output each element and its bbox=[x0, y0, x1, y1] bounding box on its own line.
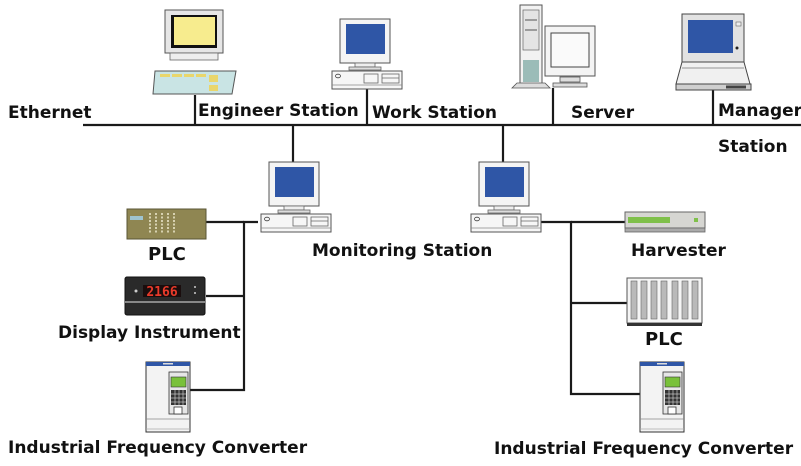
work-station-label: Work Station bbox=[372, 103, 497, 123]
plc-right-label: PLC bbox=[645, 329, 683, 350]
manager-station-icon bbox=[675, 13, 752, 91]
engineer-station-label: Engineer Station bbox=[198, 101, 359, 121]
plc-left-label: PLC bbox=[148, 244, 186, 265]
plc-right-icon bbox=[626, 277, 703, 326]
monitoring-pc-right-icon bbox=[470, 161, 542, 233]
ethernet-label: Ethernet bbox=[8, 103, 92, 123]
link-right-bus bbox=[538, 220, 640, 396]
engineer-station-icon bbox=[152, 9, 237, 95]
server-label: Server bbox=[571, 103, 635, 123]
display-instrument-icon: 2166 bbox=[124, 276, 206, 316]
monitoring-station-label: Monitoring Station bbox=[312, 241, 492, 261]
server-icon bbox=[511, 4, 596, 89]
ifc-left-icon bbox=[145, 361, 191, 433]
plc-left-icon bbox=[126, 208, 207, 240]
display-instrument-reading: 2166 bbox=[146, 285, 177, 300]
manager-station-label-line2: Station bbox=[718, 137, 788, 157]
work-station-icon bbox=[331, 18, 403, 90]
display-instrument-label: Display Instrument bbox=[58, 323, 241, 343]
harvester-label: Harvester bbox=[631, 241, 726, 261]
link-left-bus bbox=[190, 220, 258, 392]
network-links bbox=[83, 88, 801, 396]
ifc-right-icon bbox=[639, 361, 685, 433]
ifc-left-label: Industrial Frequency Converter bbox=[8, 438, 308, 458]
harvester-icon bbox=[624, 211, 706, 233]
ifc-right-label: Industrial Frequency Converter bbox=[494, 439, 794, 459]
monitoring-pc-left-icon bbox=[260, 161, 332, 233]
manager-station-label-line1: Manager bbox=[718, 101, 801, 121]
